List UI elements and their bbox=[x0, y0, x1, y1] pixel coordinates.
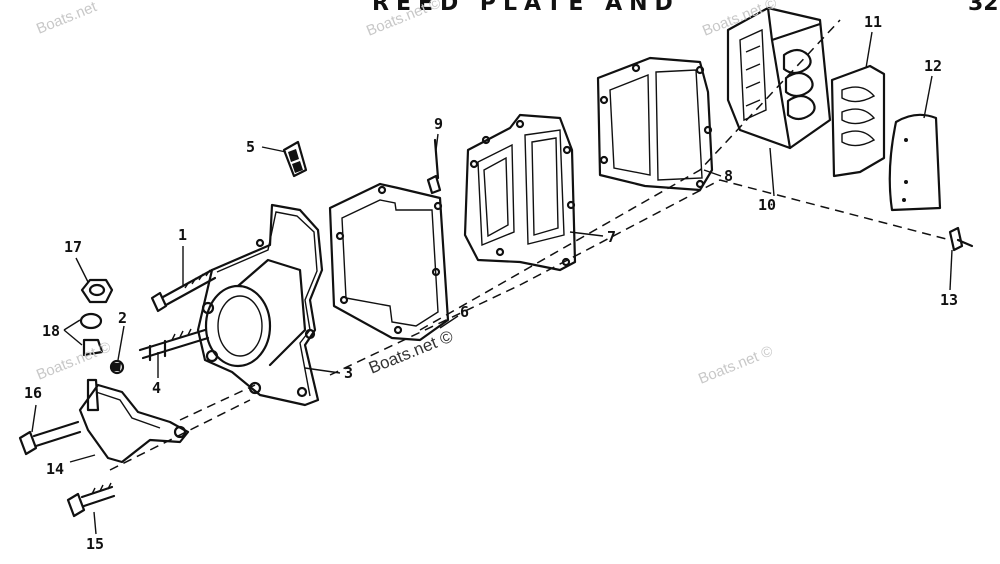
callout-15: 15 bbox=[86, 535, 105, 553]
leader-7 bbox=[569, 231, 604, 237]
callout-12: 12 bbox=[924, 57, 943, 75]
part-9-screw bbox=[426, 138, 442, 195]
leader-18a bbox=[63, 319, 81, 331]
callout-5: 5 bbox=[246, 138, 256, 156]
callout-17: 17 bbox=[64, 238, 83, 256]
leader-3 bbox=[304, 367, 341, 374]
leader-14 bbox=[69, 454, 96, 463]
diagram-title-fragment: REED PLATE AND bbox=[372, 0, 680, 16]
leader-6 bbox=[439, 315, 459, 329]
leader-12 bbox=[923, 75, 933, 119]
part-5-block bbox=[282, 140, 308, 178]
part-7-reed-plate bbox=[463, 113, 577, 272]
part-4-stud bbox=[138, 328, 210, 362]
callout-7: 7 bbox=[607, 228, 617, 246]
part-18-washer-nut bbox=[79, 312, 104, 357]
callout-3: 3 bbox=[344, 364, 354, 382]
leader-18b bbox=[63, 329, 83, 346]
callout-18: 18 bbox=[42, 322, 61, 340]
corner-mark: 32 bbox=[968, 0, 999, 16]
callout-8: 8 bbox=[724, 167, 734, 185]
part-15-bolt bbox=[66, 482, 116, 518]
part-11-reed-petal bbox=[830, 64, 886, 178]
part-2-washer bbox=[109, 359, 125, 375]
part-16-bolt bbox=[18, 420, 82, 456]
part-12-stop-plate bbox=[888, 113, 942, 212]
part-2-washer-shade bbox=[112, 363, 121, 371]
callout-14: 14 bbox=[46, 460, 65, 478]
leader-5 bbox=[261, 146, 287, 153]
part-17-nut bbox=[80, 278, 114, 304]
leader-13 bbox=[949, 249, 953, 291]
assembly-axis-mid bbox=[329, 179, 951, 376]
callout-9: 9 bbox=[434, 115, 444, 133]
leader-8 bbox=[703, 169, 722, 177]
assembly-axis-upper bbox=[419, 19, 841, 331]
part-3-adapter-plate bbox=[196, 203, 324, 407]
leader-2 bbox=[117, 325, 125, 361]
leader-10 bbox=[769, 147, 775, 197]
assembly-axis-lower bbox=[109, 399, 251, 471]
part-1-bolt bbox=[150, 268, 217, 313]
part-13-screw bbox=[948, 226, 974, 252]
leader-15 bbox=[93, 511, 97, 535]
callout-13: 13 bbox=[940, 291, 959, 309]
leader-9 bbox=[435, 133, 439, 151]
part-6-gasket bbox=[328, 182, 450, 342]
part-10-reed-block bbox=[726, 6, 832, 150]
part-14-bracket bbox=[78, 378, 190, 464]
leader-16 bbox=[31, 404, 37, 433]
callout-16: 16 bbox=[24, 384, 43, 402]
callout-10: 10 bbox=[758, 196, 777, 214]
callout-4: 4 bbox=[152, 379, 162, 397]
leader-11 bbox=[865, 31, 873, 69]
callout-11: 11 bbox=[864, 13, 883, 31]
callout-1: 1 bbox=[178, 226, 188, 244]
leader-17 bbox=[75, 257, 89, 283]
assembly-axis-bolt bbox=[179, 384, 256, 421]
callout-2: 2 bbox=[118, 309, 128, 327]
part-8-gasket bbox=[596, 56, 714, 192]
callout-6: 6 bbox=[460, 303, 470, 321]
